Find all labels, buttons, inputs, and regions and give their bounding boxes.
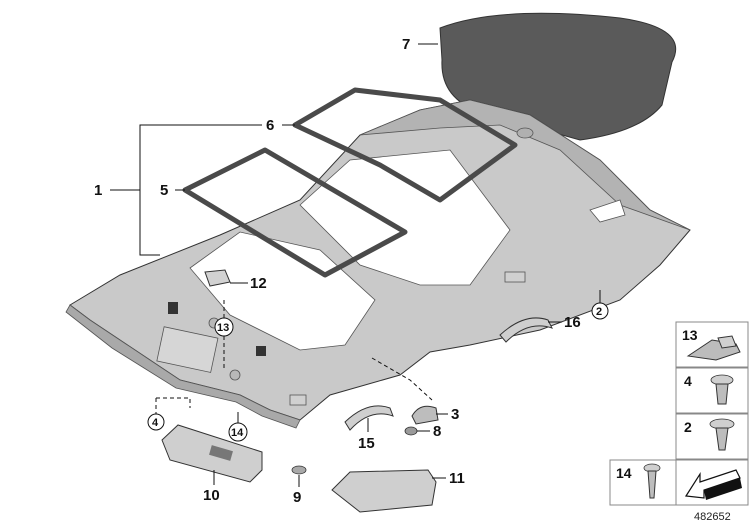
clip-slot-a xyxy=(168,302,178,314)
callout-8: 8 xyxy=(433,423,441,440)
circled-callout-2-ring xyxy=(591,302,609,320)
callout-16: 16 xyxy=(564,314,581,331)
visor-mount-part-3 xyxy=(411,405,439,425)
dash-leader-4 xyxy=(156,397,191,408)
legend-num-4: 4 xyxy=(684,373,692,389)
clip-part-9 xyxy=(291,465,307,475)
circled-callout-4: 4 xyxy=(152,417,159,429)
rear-clip-recess xyxy=(516,127,534,139)
callout-10: 10 xyxy=(203,487,220,504)
grab-handle-recess-front xyxy=(289,394,307,406)
cap-part-8 xyxy=(404,426,418,436)
callout-1: 1 xyxy=(94,182,102,199)
legend-screw-14-shank xyxy=(647,470,657,499)
legend-panel: 13 4 2 14 xyxy=(609,321,749,506)
grab-handle-recess-rear xyxy=(504,271,526,283)
sun-visor-part-11 xyxy=(331,469,437,513)
legend-cell-4 xyxy=(675,367,749,414)
callout-7: 7 xyxy=(402,36,410,53)
dash-leader-3 xyxy=(371,357,433,401)
circled-callout-14-ring xyxy=(228,422,248,442)
circled-callout-4-ring xyxy=(147,413,165,431)
legend-num-2: 2 xyxy=(684,419,692,435)
circled-callout-13: 13 xyxy=(217,322,229,334)
clip-slot-b xyxy=(256,346,266,356)
leader-bracket-1 xyxy=(139,124,160,256)
circled-callout-13-ring xyxy=(214,317,234,337)
grab-handle-part-15 xyxy=(344,405,394,431)
legend-clip-4-stem xyxy=(715,383,729,405)
callout-3: 3 xyxy=(451,406,459,423)
sunroof-seal-rear-part-6 xyxy=(292,87,518,203)
grab-handle-part-16 xyxy=(499,317,553,343)
callout-9: 9 xyxy=(293,489,301,506)
callout-15: 15 xyxy=(358,435,375,452)
console-cutout xyxy=(156,326,219,373)
sunroof-opening-front xyxy=(189,231,376,351)
lamp-recess xyxy=(229,369,241,381)
orientation-arrow-icon xyxy=(684,469,741,499)
legend-clip-2-stem xyxy=(715,427,729,451)
circled-callout-14: 14 xyxy=(231,427,244,439)
callout-5: 5 xyxy=(160,182,168,199)
callout-6: 6 xyxy=(266,117,274,134)
sunroof-seal-front-part-5 xyxy=(182,147,408,278)
rear-light-cutout xyxy=(589,199,626,223)
callout-11: 11 xyxy=(449,470,465,487)
legend-clip-13-tab xyxy=(717,335,737,349)
headliner-front-lip xyxy=(65,304,301,429)
document-number: 482652 xyxy=(694,511,731,523)
clip-part-12 xyxy=(204,269,231,287)
callout-12: 12 xyxy=(250,275,267,292)
headliner-ridge xyxy=(359,99,691,231)
visor-mirror-10 xyxy=(209,445,233,461)
legend-num-14: 14 xyxy=(616,465,632,481)
legend-num-13: 13 xyxy=(682,327,698,343)
circled-callout-2: 2 xyxy=(596,306,602,318)
orientation-arrow-shade xyxy=(704,478,742,500)
